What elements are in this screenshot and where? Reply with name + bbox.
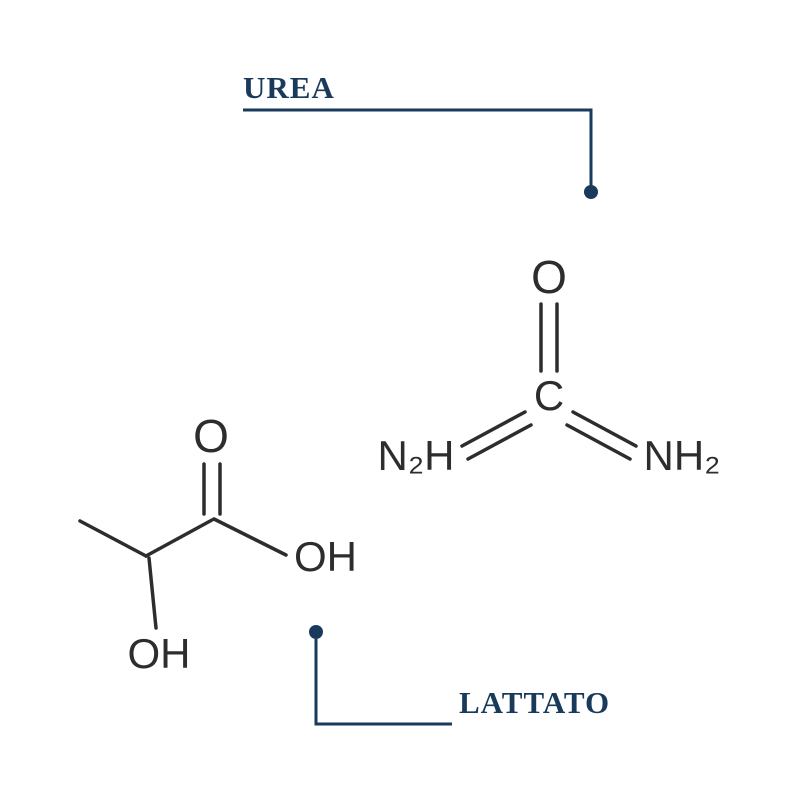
lattato-callout-dot (309, 625, 323, 639)
urea-oxygen-atom: O (531, 251, 567, 303)
urea-amine-right-atom: NH₂ (644, 432, 721, 479)
lattato-callout: LATTATO (309, 625, 610, 726)
urea-structure: O C N₂H NH₂ (378, 251, 721, 479)
urea-carbon-atom: C (534, 372, 564, 419)
urea-left-bond-lower (466, 423, 533, 461)
lactate-methyl-bond (78, 519, 148, 558)
urea-callout-line (243, 108, 593, 190)
lactate-alpha-oh-bond (147, 556, 158, 630)
lactate-structure: O OH OH (78, 410, 357, 677)
urea-right-bond-lower (565, 423, 632, 461)
lactate-c-oh-bond (212, 517, 288, 557)
lactate-hydroxyl-carboxyl: OH (294, 533, 357, 580)
urea-amine-left-atom: N₂H (378, 432, 455, 479)
urea-callout: UREA (243, 70, 598, 199)
lactate-cc-bond (144, 518, 214, 558)
urea-label: UREA (243, 70, 335, 105)
urea-right-bond-upper (571, 410, 638, 448)
urea-left-bond-upper (460, 410, 527, 448)
urea-callout-dot (584, 185, 598, 199)
lattato-label: LATTATO (459, 685, 610, 720)
lattato-callout-line (314, 639, 452, 726)
lactate-hydroxyl-alpha: OH (128, 630, 191, 677)
lactate-oxygen-atom: O (193, 410, 229, 462)
